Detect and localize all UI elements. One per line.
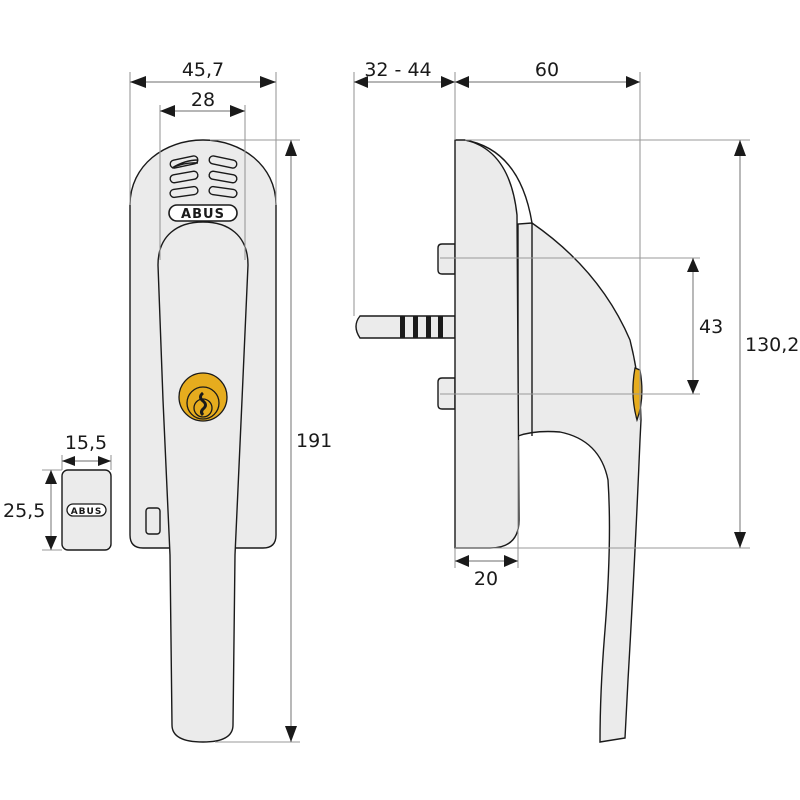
dimension-inner-width: 28 <box>159 89 246 260</box>
front-view: ABUS <box>129 139 277 743</box>
svg-text:15,5: 15,5 <box>65 432 107 454</box>
dimension-cap-width: 15,5 <box>61 432 112 470</box>
dimension-rosette-height: 130,2 <box>455 139 799 549</box>
dimension-spindle-length: 32 - 44 <box>353 59 456 316</box>
key-cylinder-icon <box>178 372 228 422</box>
svg-text:130,2: 130,2 <box>745 334 799 356</box>
release-button <box>145 507 161 535</box>
svg-text:ABUS: ABUS <box>71 507 103 517</box>
svg-text:ABUS: ABUS <box>181 207 225 222</box>
screw-stud-top <box>437 243 456 275</box>
dimension-screw-spacing: 43 <box>440 257 723 395</box>
svg-text:20: 20 <box>474 568 498 590</box>
square-spindle <box>355 315 456 339</box>
svg-text:43: 43 <box>699 316 723 338</box>
vent-slots-icon <box>169 155 238 199</box>
svg-text:28: 28 <box>191 89 215 111</box>
svg-text:25,5: 25,5 <box>3 500 45 522</box>
cap-view: ABUS <box>61 469 112 551</box>
side-rosette <box>454 139 520 549</box>
dimension-overall-width: 45,7 <box>129 59 277 205</box>
side-handle-lever <box>517 222 642 743</box>
svg-text:60: 60 <box>535 59 559 81</box>
dimension-overall-height: 191 <box>210 139 332 743</box>
side-view <box>355 139 643 743</box>
svg-text:45,7: 45,7 <box>182 59 224 81</box>
dimension-cap-height: 25,5 <box>3 469 62 551</box>
svg-text:32 - 44: 32 - 44 <box>364 59 431 81</box>
dimension-rosette-depth: 20 <box>454 440 519 590</box>
svg-text:191: 191 <box>296 430 332 452</box>
front-handle-lever <box>157 221 249 743</box>
abus-logo: ABUS <box>168 204 238 222</box>
dimension-depth: 60 <box>455 59 641 420</box>
